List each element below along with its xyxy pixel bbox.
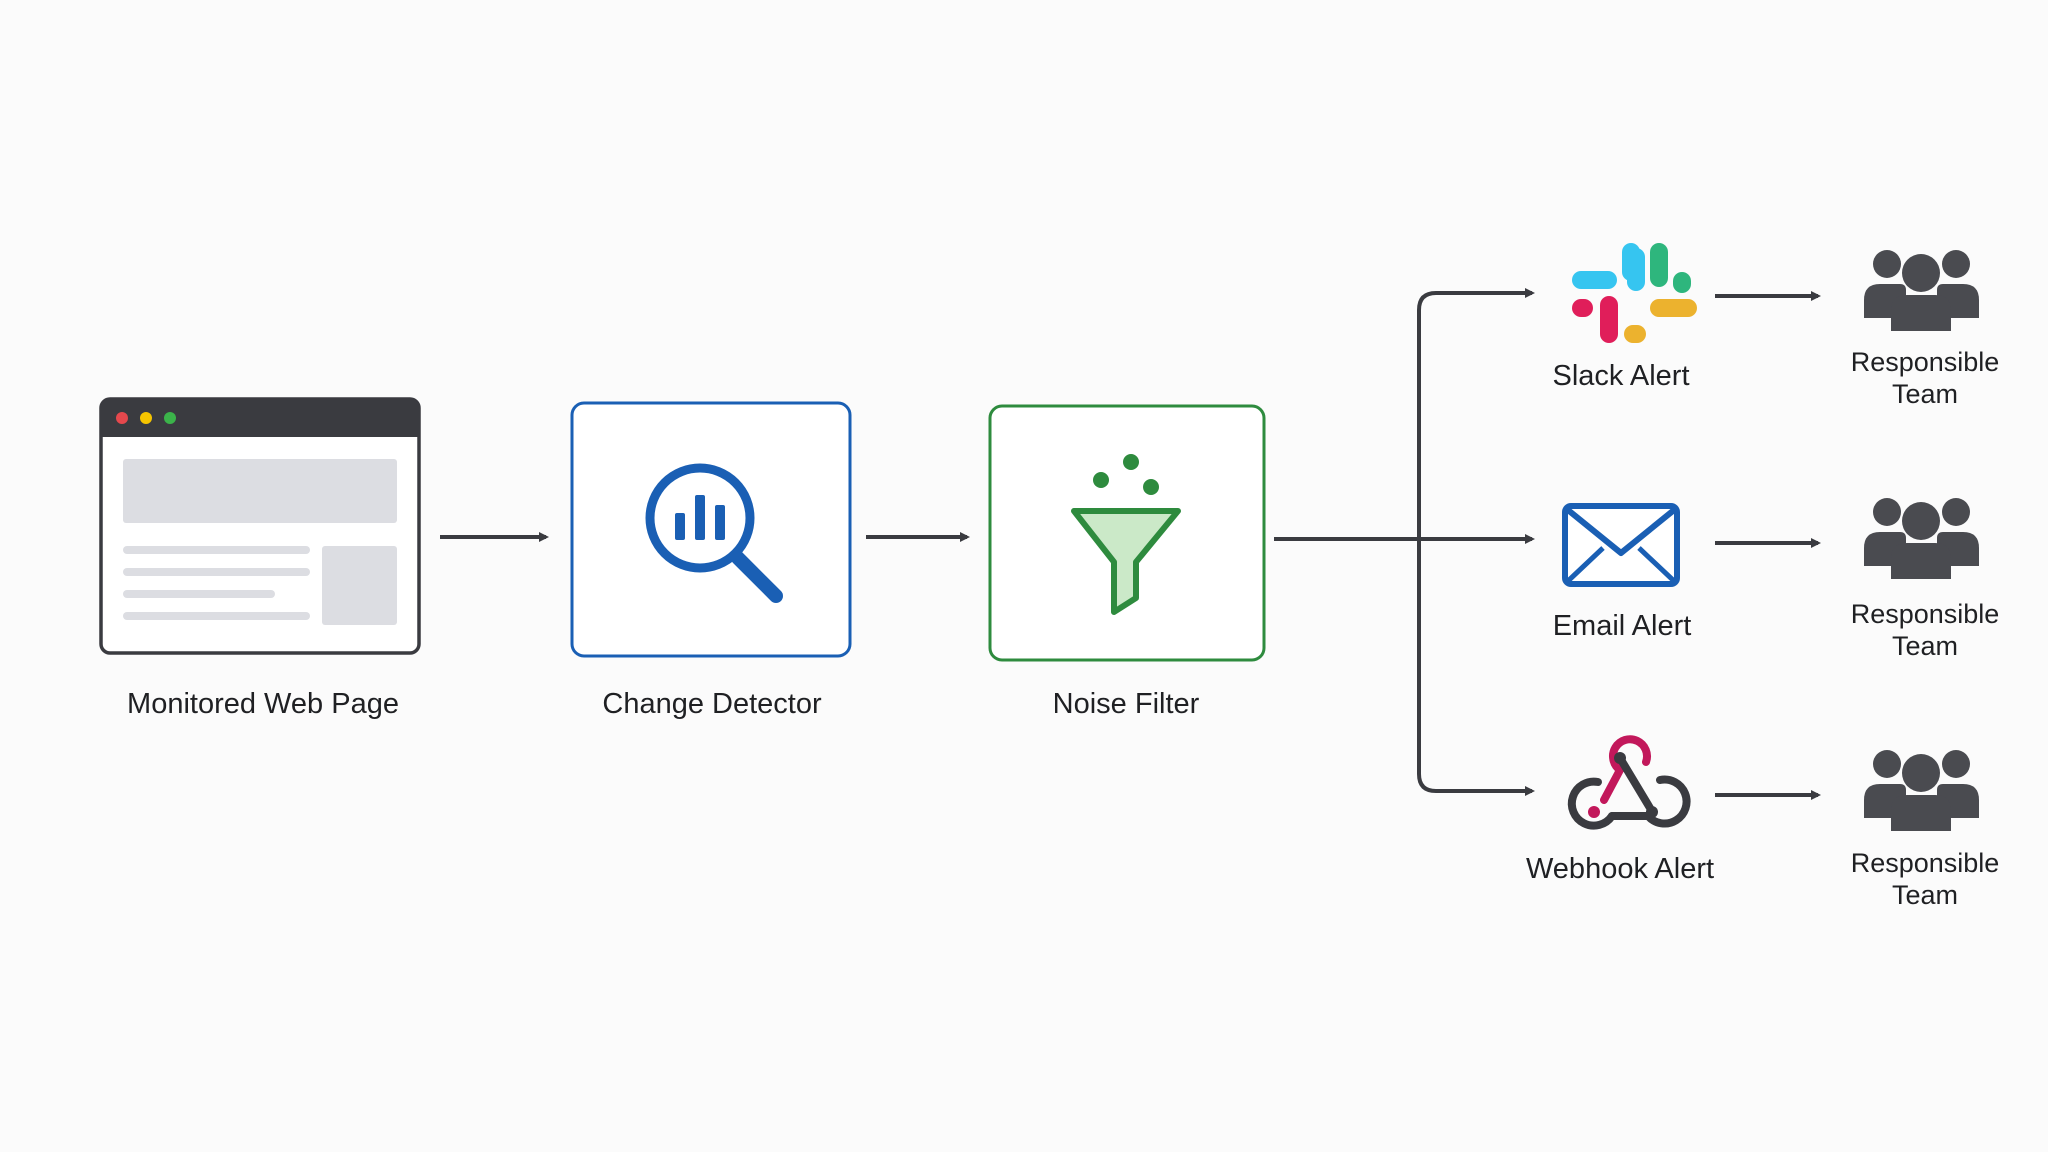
team-icon-email — [1864, 498, 1979, 579]
branch-connector — [1274, 288, 1535, 796]
window-close-dot — [116, 412, 128, 424]
funnel-icon — [1071, 454, 1181, 615]
webhook-alert-label: Webhook Alert — [1525, 853, 1715, 885]
slack-icon — [1572, 243, 1697, 343]
magnifier-chart-icon — [645, 463, 783, 603]
responsible-team-label-email: Responsible Team — [1850, 599, 2000, 661]
page-header-placeholder — [123, 459, 397, 523]
webhook-icon — [1567, 735, 1691, 830]
team-icon-webhook — [1864, 750, 1979, 831]
slack-alert-label: Slack Alert — [1552, 360, 1690, 392]
browser-window-icon — [99, 397, 421, 655]
team-icon-slack — [1864, 250, 1979, 331]
monitored-web-page-label: Monitored Web Page — [127, 688, 399, 720]
noise-filter-label: Noise Filter — [1052, 688, 1200, 720]
email-alert-label: Email Alert — [1552, 610, 1692, 642]
window-minimize-dot — [140, 412, 152, 424]
window-maximize-dot — [164, 412, 176, 424]
change-detector-box — [570, 401, 852, 658]
responsible-team-label-webhook: Responsible Team — [1850, 848, 2000, 910]
page-image-placeholder — [322, 546, 397, 625]
responsible-team-label-slack: Responsible Team — [1850, 347, 2000, 409]
envelope-icon — [1562, 503, 1680, 587]
change-detector-label: Change Detector — [602, 688, 822, 720]
noise-filter-box — [988, 404, 1266, 662]
